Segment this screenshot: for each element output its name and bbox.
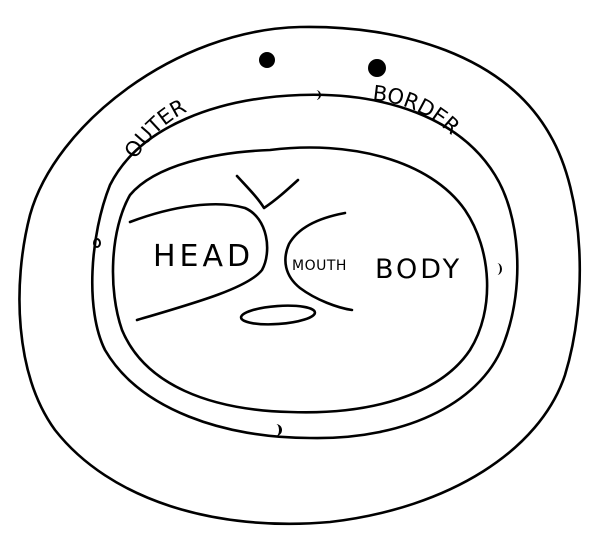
outer-border-label-part1: OUTER xyxy=(120,94,190,162)
spot-small-left xyxy=(94,239,100,247)
head-label: HEAD xyxy=(153,239,254,274)
mouth-label: MOUTH xyxy=(292,258,347,274)
spot-crescent-right xyxy=(497,263,502,275)
spot-large-right xyxy=(368,59,386,77)
outer-border-label-part2: BORDER xyxy=(371,81,464,139)
head-notch xyxy=(237,176,298,208)
body-label: BODY xyxy=(375,254,462,285)
spot-crescent-bottom xyxy=(276,424,282,436)
oval-mark xyxy=(240,303,315,326)
spot-large-left xyxy=(259,52,275,68)
outer-ring xyxy=(19,27,579,524)
